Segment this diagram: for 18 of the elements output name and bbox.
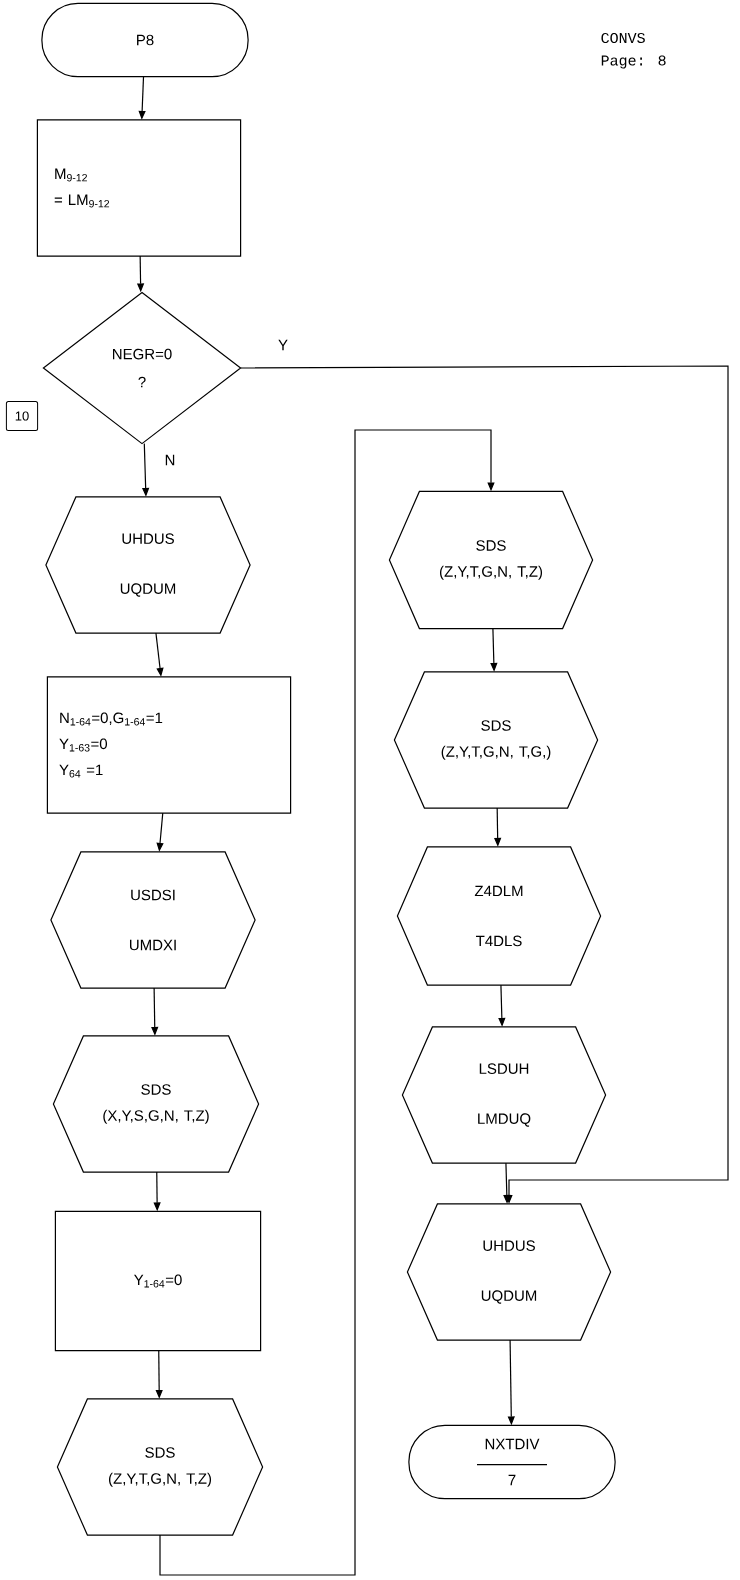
preparation-hexagon: SDS (Z,Y,T,G,N, T,G,) xyxy=(393,671,599,809)
preparation-hexagon: Z4DLM T4DLS xyxy=(396,846,602,986)
header-text: Page: 8 xyxy=(601,55,666,69)
arrow xyxy=(159,429,495,1576)
header-text: CONVS xyxy=(601,32,645,44)
callout-number: 10 xyxy=(5,400,39,432)
preparation-hexagon: SDS (Z,Y,T,G,N, T,Z) xyxy=(56,1398,264,1536)
process-box: N$_{1-64}$=0,G$_{1-64}$=1 Y$_{1-63}$=0 Y$_{64}$ =1 xyxy=(46,676,292,814)
terminal-box: NXTDIV 7 xyxy=(408,1424,616,1500)
preparation-hexagon: LSDUH LMDUQ xyxy=(401,1026,607,1164)
terminal-box: P8 xyxy=(41,2,249,78)
preparation-hexagon: SDS (Z,Y,T,G,N, T,Z) xyxy=(388,490,594,630)
process-box: Y$_{1-64}$=0 xyxy=(54,1210,262,1352)
preparation-hexagon: UHDUS UQDUM xyxy=(406,1203,612,1341)
preparation-hexagon: UHDUS UQDUM xyxy=(45,496,251,634)
preparation-hexagon: SDS (X,Y,S,G,N, T,Z) xyxy=(52,1035,260,1173)
process-box: M$_{9-12}$ = LM$_{9-12}$ xyxy=(36,119,242,257)
preparation-hexagon: USDSI UMDXI xyxy=(50,851,256,989)
